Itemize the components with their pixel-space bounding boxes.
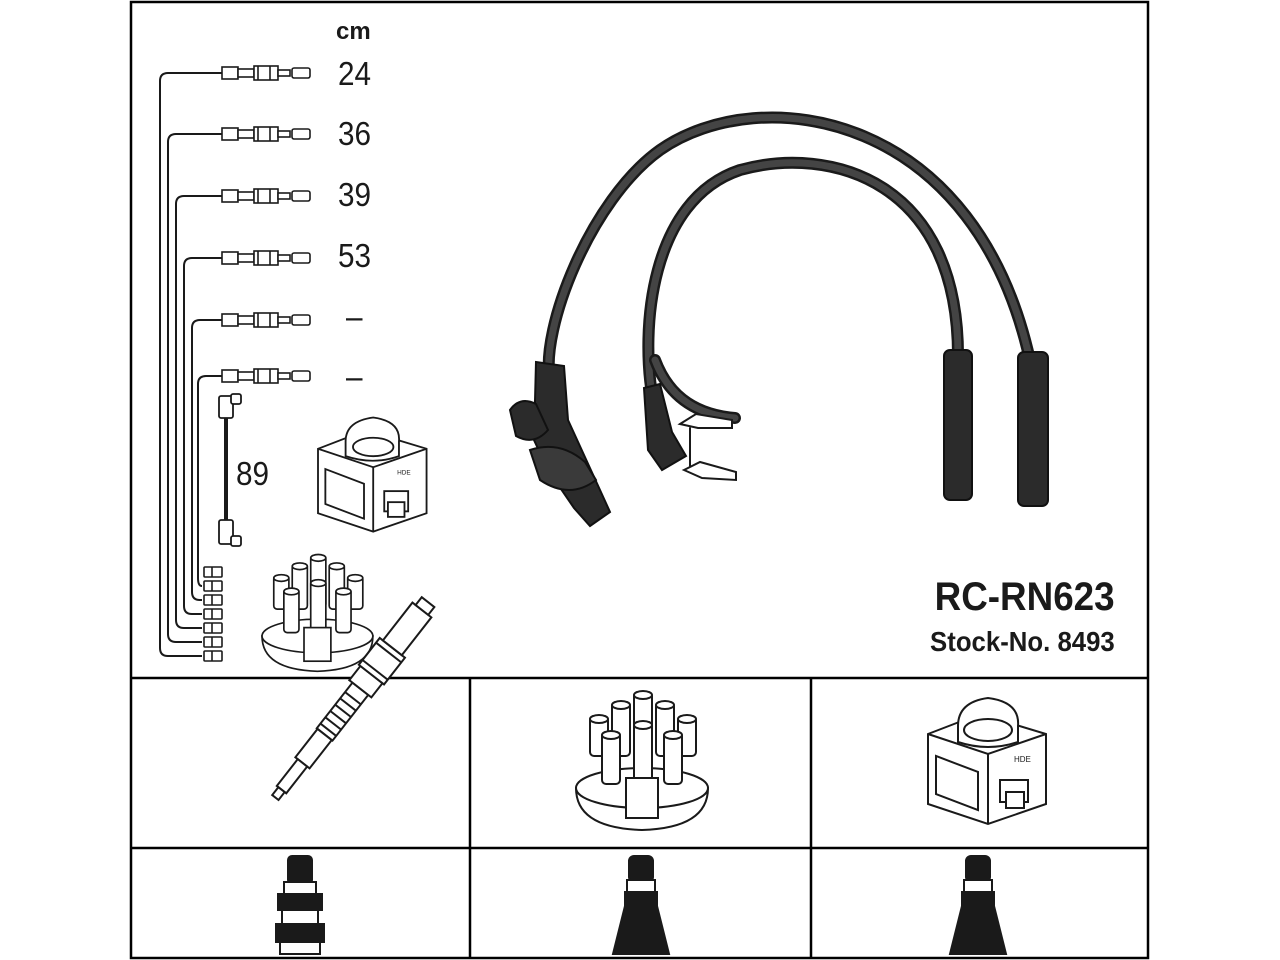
distributor-cap-icon (574, 690, 710, 832)
cap-terminal-icon (611, 855, 671, 955)
lead-length-label: – (346, 358, 363, 395)
wire-connector-icon (203, 65, 311, 662)
svg-text:HDE: HDE (397, 470, 411, 477)
spark-plug-icon (270, 595, 436, 802)
lead-length-label: 39 (338, 176, 372, 213)
plug-terminal-icon (275, 855, 325, 955)
coil-lead-length-label: 89 (236, 455, 270, 492)
lead-length-schematic (159, 72, 222, 657)
lead-length-label: 24 (338, 55, 372, 92)
part-number: RC-RN623 (935, 575, 1115, 619)
lead-length-label: 36 (338, 115, 372, 152)
svg-text:HDE: HDE (1014, 755, 1031, 764)
frame (129, 0, 1150, 960)
ignition-lead-set-icon (508, 111, 1049, 528)
lead-length-label: – (346, 298, 363, 335)
ignition-coil-icon: HDE (927, 696, 1047, 826)
distributor-cap-icon (261, 553, 374, 673)
lead-length-label: 53 (338, 237, 372, 274)
coil-terminal-icon (948, 855, 1008, 955)
unit-label: cm (336, 18, 371, 45)
stock-number: Stock-No. 8493 (930, 626, 1115, 657)
ignition-coil-icon: HDE (317, 416, 428, 533)
coil-lead-icon (218, 393, 242, 547)
